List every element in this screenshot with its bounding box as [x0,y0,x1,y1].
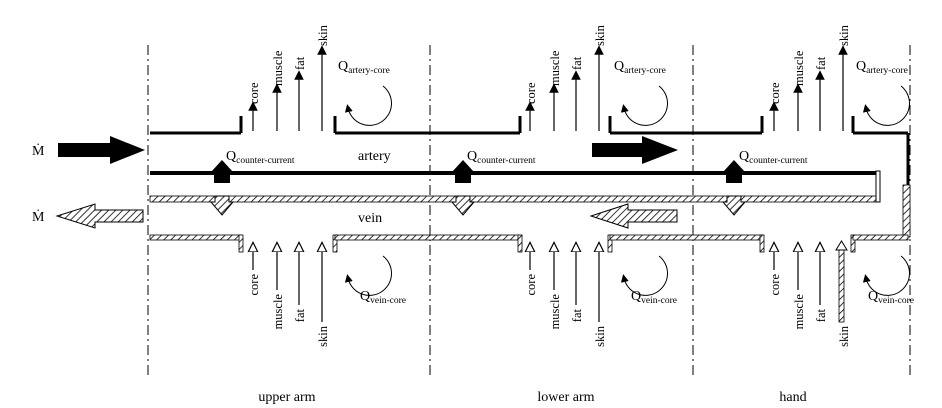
tissue-label-fat: fat [814,308,828,322]
loop-vein-core [620,255,668,296]
tissue-label-fat: fat [570,308,584,322]
q-symbol: Q [614,59,624,74]
q-vein-core-label: Qvein-core [631,289,677,306]
q-subscript: artery-core [866,66,908,76]
tissue-label-muscle: muscle [792,50,806,86]
artery-outer-wall [150,116,910,185]
segment-label-lower-arm: lower arm [537,390,594,405]
vein-flow-arrow [589,203,678,229]
tissue-label-core: core [247,82,261,104]
tissue-label-core: core [524,82,538,104]
q-symbol: Q [856,59,866,74]
q-symbol: Q [631,289,641,304]
tissue-label-skin: skin [593,24,607,46]
q-subscript: vein-core [370,296,406,306]
cc-arrow-lower-arm [450,160,476,216]
loop-artery-core [620,85,668,126]
tissue-label-fat: fat [814,56,828,70]
tissue-label-muscle: muscle [548,294,562,330]
tissue-label-skin: skin [316,325,330,347]
q-symbol: Q [868,289,878,304]
loop-artery-core [344,85,392,126]
tube-end-cap [875,170,881,203]
q-artery-core-label: Qartery-core [338,59,390,76]
artery-flow-arrow [592,136,678,164]
tissue-label-fat: fat [293,308,307,322]
loop-vein-core [344,255,392,296]
q-artery-core-label: Qartery-core [614,59,666,76]
tissue-label-skin: skin [837,325,851,347]
loop-vein-core [862,255,910,296]
tissue-label-core: core [524,274,538,296]
q-symbol: Q [226,149,236,164]
tissue-label-muscle: muscle [792,294,806,330]
vein-inner-wall [149,195,879,203]
tissue-label-skin: skin [837,24,851,46]
artery-heat-arrows [248,45,848,131]
tissue-label-muscle: muscle [271,294,285,330]
tissue-label-skin: skin [316,24,330,46]
inflow-label: Ṁ [32,143,45,159]
q-subscript: vein-core [641,296,677,306]
tissue-label-core: core [247,274,261,296]
q-subscript: artery-core [348,66,390,76]
q-counter-current-label: Qcounter-current [467,149,536,166]
q-artery-core-label: Qartery-core [856,59,908,76]
hand-skin-wall [838,247,845,323]
q-subscript: artery-core [624,66,666,76]
tissue-label-muscle: muscle [548,50,562,86]
artery-label: artery [358,149,391,164]
q-vein-core-label: Qvein-core [868,289,914,306]
counter-current-arrows [209,160,747,216]
cc-arrow-upper-arm [209,160,235,216]
q-symbol: Q [338,59,348,74]
q-subscript: vein-core [878,296,914,306]
q-counter-current-label: Qcounter-current [226,149,295,166]
tissue-label-skin: skin [593,325,607,347]
vein-outer-wall [149,234,909,253]
q-subscript: counter-current [477,156,536,166]
recirculation-loops [344,85,910,296]
q-symbol: Q [739,149,749,164]
q-symbol: Q [360,289,370,304]
hand-connector [902,184,911,238]
tissue-label-muscle: muscle [271,50,285,86]
tissue-label-core: core [768,82,782,104]
loop-artery-core [862,85,910,126]
q-counter-current-label: Qcounter-current [739,149,808,166]
segment-label-upper-arm: upper arm [258,390,315,405]
outflow-label: Ṁ [32,209,45,225]
tissue-label-fat: fat [293,56,307,70]
vein-heat-arrows [253,246,820,322]
q-vein-core-label: Qvein-core [360,289,406,306]
q-subscript: counter-current [236,156,295,166]
q-symbol: Q [467,149,477,164]
hand-skin-arrowhead [835,240,848,251]
segment-label-hand: hand [779,390,806,405]
tissue-label-core: core [768,274,782,296]
tissue-label-fat: fat [570,56,584,70]
cc-arrow-hand [721,160,747,216]
vein-label: vein [358,211,382,226]
artery-inner-wall [150,171,878,175]
q-subscript: counter-current [749,156,808,166]
mass-flow-out-arrow [55,203,144,229]
mass-flow-in-arrow [58,136,145,164]
